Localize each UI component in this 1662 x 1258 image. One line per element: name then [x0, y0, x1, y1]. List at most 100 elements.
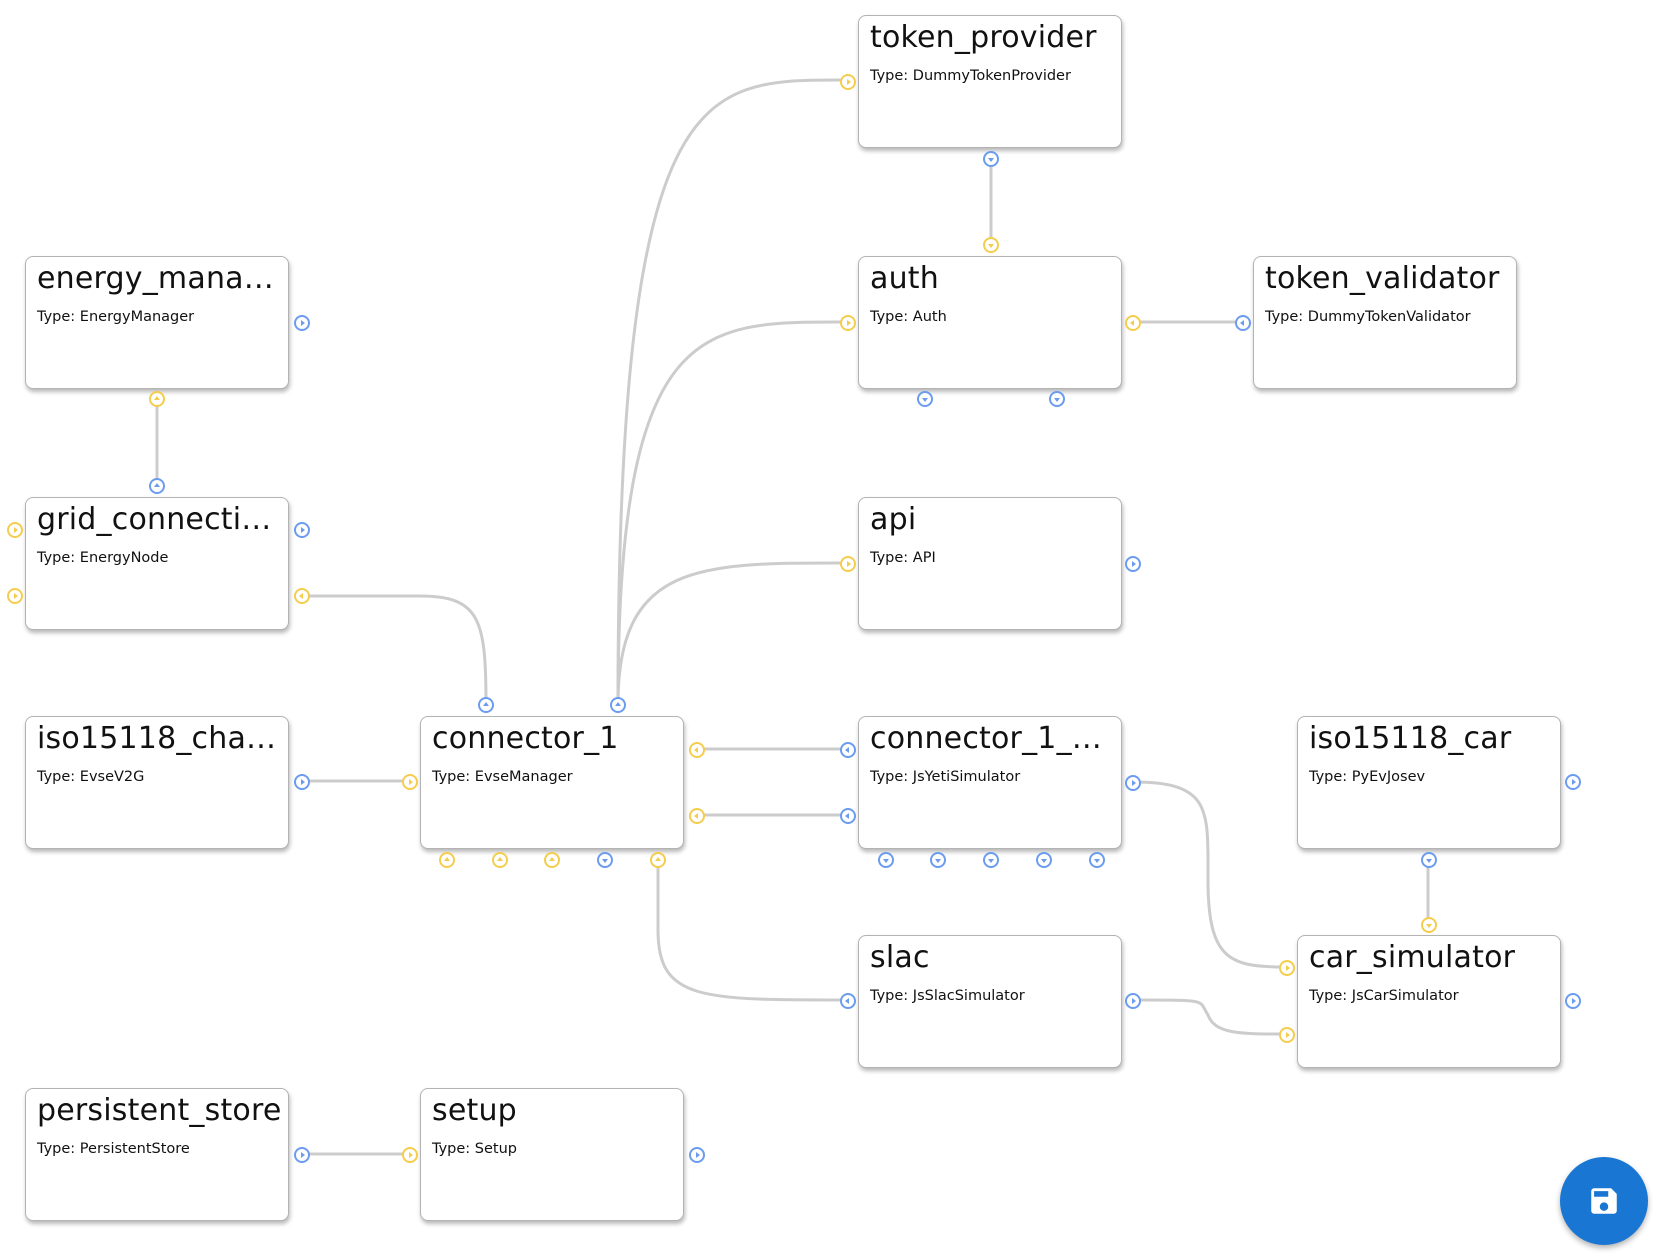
- module-title: token_validator: [1265, 261, 1500, 296]
- provides-port-icon[interactable]: [1565, 774, 1581, 790]
- requires-port-icon[interactable]: [840, 315, 856, 331]
- module-grid_connection[interactable]: grid_connecti… Type: EnergyNode: [25, 497, 289, 630]
- provides-port-icon[interactable]: [878, 852, 894, 868]
- module-type: Type: PyEvJosev: [1309, 769, 1426, 785]
- module-title: setup: [432, 1093, 517, 1128]
- module-type: Type: DummyTokenProvider: [870, 68, 1071, 84]
- connection-wire: [1131, 780, 1287, 969]
- requires-port-icon[interactable]: [650, 852, 666, 868]
- requires-port-icon[interactable]: [1421, 917, 1437, 933]
- provides-port-icon[interactable]: [917, 391, 933, 407]
- provides-port-icon[interactable]: [294, 1147, 310, 1163]
- provides-port-icon[interactable]: [983, 151, 999, 167]
- requires-port-icon[interactable]: [1125, 315, 1141, 331]
- module-connector_1_sim[interactable]: connector_1_… Type: JsYetiSimulator: [858, 716, 1122, 849]
- provides-port-icon[interactable]: [1235, 315, 1251, 331]
- provides-port-icon[interactable]: [478, 697, 494, 713]
- requires-port-icon[interactable]: [7, 588, 23, 604]
- module-type: Type: JsSlacSimulator: [870, 988, 1025, 1004]
- requires-port-icon[interactable]: [439, 852, 455, 868]
- requires-port-icon[interactable]: [689, 808, 705, 824]
- module-api[interactable]: api Type: API: [858, 497, 1122, 630]
- provides-port-icon[interactable]: [840, 742, 856, 758]
- requires-port-icon[interactable]: [402, 774, 418, 790]
- module-title: api: [870, 502, 917, 537]
- connection-wire: [656, 858, 848, 1002]
- module-title: auth: [870, 261, 939, 296]
- save-button[interactable]: [1560, 1157, 1648, 1245]
- module-title: connector_1_…: [870, 721, 1102, 756]
- requires-port-icon[interactable]: [294, 588, 310, 604]
- requires-port-icon[interactable]: [7, 522, 23, 538]
- module-energy_manager[interactable]: energy_mana… Type: EnergyManager: [25, 256, 289, 389]
- provides-port-icon[interactable]: [294, 774, 310, 790]
- provides-port-icon[interactable]: [610, 697, 626, 713]
- module-auth[interactable]: auth Type: Auth: [858, 256, 1122, 389]
- module-type: Type: API: [870, 550, 936, 566]
- provides-port-icon[interactable]: [1421, 852, 1437, 868]
- module-title: car_simulator: [1309, 940, 1516, 975]
- provides-port-icon[interactable]: [1089, 852, 1105, 868]
- requires-port-icon[interactable]: [840, 74, 856, 90]
- provides-port-icon[interactable]: [1565, 993, 1581, 1009]
- requires-port-icon[interactable]: [544, 852, 560, 868]
- module-type: Type: EvseV2G: [37, 769, 145, 785]
- module-slac[interactable]: slac Type: JsSlacSimulator: [858, 935, 1122, 1068]
- requires-port-icon[interactable]: [402, 1147, 418, 1163]
- provides-port-icon[interactable]: [1125, 556, 1141, 572]
- requires-port-icon[interactable]: [1279, 1027, 1295, 1043]
- provides-port-icon[interactable]: [1125, 775, 1141, 791]
- provides-port-icon[interactable]: [983, 852, 999, 868]
- module-type: Type: JsCarSimulator: [1309, 988, 1459, 1004]
- provides-port-icon[interactable]: [1036, 852, 1052, 868]
- module-type: Type: EnergyNode: [37, 550, 169, 566]
- connection-wire: [616, 320, 842, 706]
- module-type: Type: EvseManager: [432, 769, 573, 785]
- module-iso15118_charger[interactable]: iso15118_cha… Type: EvseV2G: [25, 716, 289, 849]
- requires-port-icon[interactable]: [689, 742, 705, 758]
- provides-port-icon[interactable]: [294, 315, 310, 331]
- requires-port-icon[interactable]: [840, 556, 856, 572]
- provides-port-icon[interactable]: [597, 852, 613, 868]
- requires-port-icon[interactable]: [149, 391, 165, 407]
- module-title: connector_1: [432, 721, 619, 756]
- connection-wire: [616, 561, 842, 706]
- requires-port-icon[interactable]: [1279, 960, 1295, 976]
- module-title: slac: [870, 940, 930, 975]
- module-type: Type: Auth: [870, 309, 947, 325]
- requires-port-icon[interactable]: [492, 852, 508, 868]
- provides-port-icon[interactable]: [149, 478, 165, 494]
- module-car_simulator[interactable]: car_simulator Type: JsCarSimulator: [1297, 935, 1561, 1068]
- module-persistent_store[interactable]: persistent_store Type: PersistentStore: [25, 1088, 289, 1221]
- module-title: persistent_store: [37, 1093, 280, 1128]
- module-title: energy_mana…: [37, 261, 274, 296]
- module-iso15118_car[interactable]: iso15118_car Type: PyEvJosev: [1297, 716, 1561, 849]
- provides-port-icon[interactable]: [689, 1147, 705, 1163]
- module-type: Type: JsYetiSimulator: [870, 769, 1021, 785]
- connection-wire: [1131, 998, 1287, 1036]
- module-title: grid_connecti…: [37, 502, 272, 537]
- provides-port-icon[interactable]: [930, 852, 946, 868]
- requires-port-icon[interactable]: [983, 237, 999, 253]
- provides-port-icon[interactable]: [840, 993, 856, 1009]
- module-token_provider[interactable]: token_provider Type: DummyTokenProvider: [858, 15, 1122, 148]
- module-setup[interactable]: setup Type: Setup: [420, 1088, 684, 1221]
- module-title: iso15118_car: [1309, 721, 1512, 756]
- module-type: Type: PersistentStore: [37, 1141, 190, 1157]
- module-title: iso15118_cha…: [37, 721, 277, 756]
- module-title: token_provider: [870, 20, 1097, 55]
- save-icon: [1591, 1188, 1617, 1214]
- module-type: Type: Setup: [432, 1141, 518, 1157]
- provides-port-icon[interactable]: [294, 522, 310, 538]
- connection-wire: [616, 78, 842, 706]
- module-type: Type: EnergyManager: [37, 309, 195, 325]
- provides-port-icon[interactable]: [1049, 391, 1065, 407]
- module-connector_1[interactable]: connector_1 Type: EvseManager: [420, 716, 684, 849]
- module-token_validator[interactable]: token_validator Type: DummyTokenValidato…: [1253, 256, 1517, 389]
- connection-wire: [300, 594, 488, 706]
- provides-port-icon[interactable]: [840, 808, 856, 824]
- module-type: Type: DummyTokenValidator: [1265, 309, 1471, 325]
- provides-port-icon[interactable]: [1125, 993, 1141, 1009]
